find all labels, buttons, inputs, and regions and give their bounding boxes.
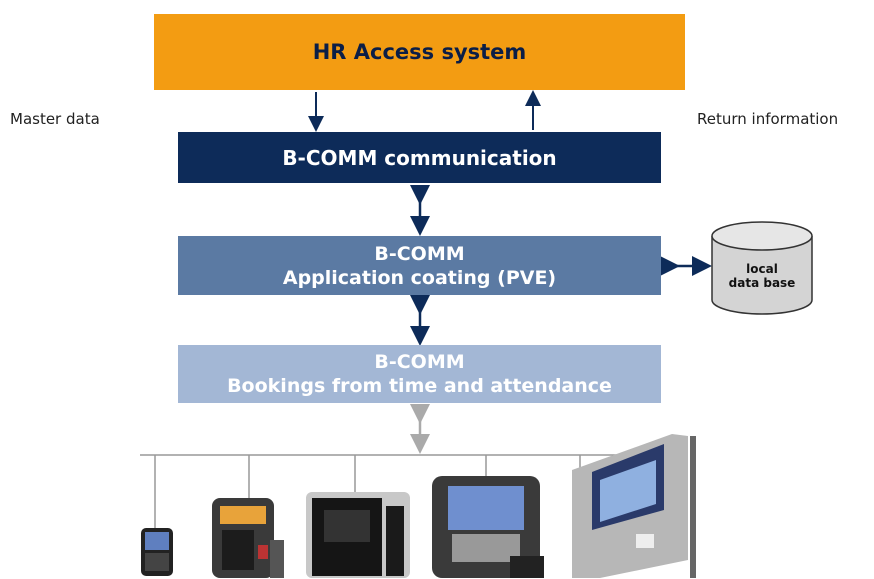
database-cylinder-icon: [711, 221, 813, 315]
bcomm-bookings-box: B-COMM Bookings from time and attendance: [178, 345, 661, 403]
smartphone-icon: [141, 528, 173, 576]
bcomm-bookings-line1: B-COMM: [374, 351, 465, 373]
bcomm-communication-title: B-COMM communication: [282, 145, 557, 170]
local-database-label: local data base: [713, 262, 811, 290]
hr-access-system-box: HR Access system: [154, 14, 685, 90]
bcomm-communication-box: B-COMM communication: [178, 132, 661, 183]
master-data-label: Master data: [10, 110, 100, 128]
return-information-label: Return information: [697, 110, 839, 128]
bcomm-application-line2: Application coating (PVE): [282, 266, 557, 289]
hr-access-system-title: HR Access system: [312, 40, 527, 64]
kiosk-terminal-icon: [572, 434, 696, 578]
keypad-terminal-icon: [212, 498, 284, 578]
keyboard-terminal-icon: [432, 476, 544, 578]
touchscreen-terminal-icon: [306, 492, 410, 578]
bcomm-bookings-line2: Bookings from time and attendance: [227, 375, 612, 397]
local-database-line2: data base: [728, 276, 796, 290]
bcomm-application-box: B-COMM Application coating (PVE): [178, 236, 661, 295]
local-database-line1: local: [746, 262, 778, 276]
bcomm-application-line1: B-COMM: [374, 242, 465, 265]
